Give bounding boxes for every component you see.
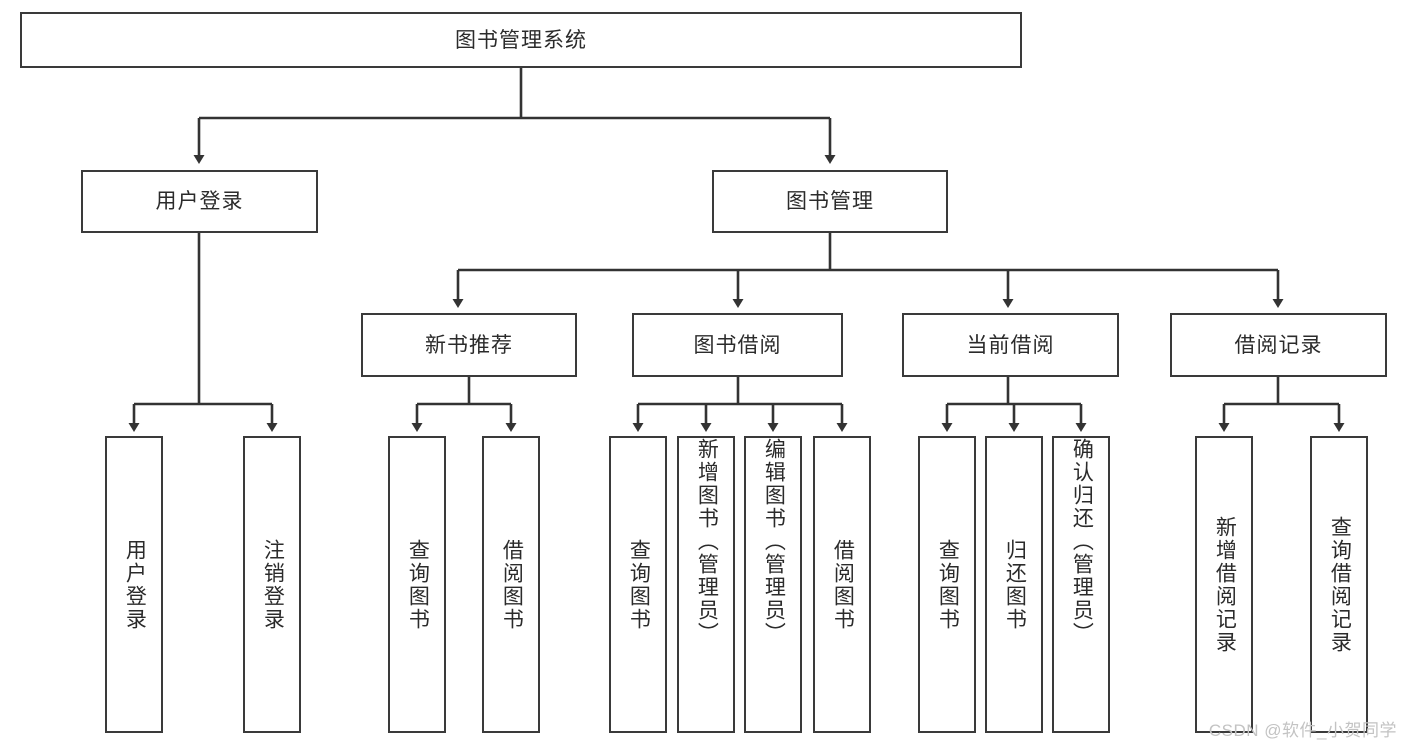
node-book-borrow[interactable]: 图书借阅 <box>632 313 843 377</box>
node-leaf-confirm-return-admin[interactable]: 确认归还（管理员） <box>1052 436 1110 733</box>
node-leaf-add-borrow-record[interactable]: 新增借阅记录 <box>1195 436 1253 733</box>
csdn-watermark: CSDN @软件_小贺同学 <box>1208 721 1397 740</box>
node-leaf-logout-login[interactable]: 注销登录 <box>243 436 301 733</box>
node-leaf-return-book-label: 归还图书 <box>1003 538 1027 631</box>
node-leaf-query-book-3-label: 查询图书 <box>936 538 960 631</box>
node-leaf-user-login[interactable]: 用户登录 <box>105 436 163 733</box>
node-leaf-confirm-return-admin-label: 确认归还（管理员） <box>1070 438 1094 645</box>
node-leaf-add-book-admin-label: 新增图书（管理员） <box>695 438 719 645</box>
node-leaf-query-book-1[interactable]: 查询图书 <box>388 436 446 733</box>
node-leaf-borrow-book-1-label: 借阅图书 <box>500 538 524 631</box>
node-leaf-borrow-book-2[interactable]: 借阅图书 <box>813 436 871 733</box>
node-new-book-recommend[interactable]: 新书推荐 <box>361 313 577 377</box>
node-leaf-user-login-label: 用户登录 <box>123 538 147 631</box>
node-leaf-add-book-admin[interactable]: 新增图书（管理员） <box>677 436 735 733</box>
node-book-management[interactable]: 图书管理 <box>712 170 948 233</box>
node-borrow-record-label: 借阅记录 <box>1234 333 1323 357</box>
node-leaf-query-book-1-label: 查询图书 <box>406 538 430 631</box>
node-leaf-query-borrow-record[interactable]: 查询借阅记录 <box>1310 436 1368 733</box>
node-current-borrow[interactable]: 当前借阅 <box>902 313 1119 377</box>
node-user-login-label: 用户登录 <box>155 190 244 213</box>
node-root[interactable]: 图书管理系统 <box>20 12 1022 68</box>
node-leaf-query-borrow-record-label: 查询借阅记录 <box>1328 515 1352 654</box>
node-leaf-borrow-book-2-label: 借阅图书 <box>831 538 855 631</box>
node-leaf-borrow-book-1[interactable]: 借阅图书 <box>482 436 540 733</box>
node-leaf-edit-book-admin[interactable]: 编辑图书（管理员） <box>744 436 802 733</box>
node-leaf-query-book-2-label: 查询图书 <box>627 538 651 631</box>
node-leaf-logout-login-label: 注销登录 <box>261 538 285 631</box>
node-user-login[interactable]: 用户登录 <box>81 170 318 233</box>
node-leaf-query-book-3[interactable]: 查询图书 <box>918 436 976 733</box>
node-leaf-query-book-2[interactable]: 查询图书 <box>609 436 667 733</box>
node-borrow-record[interactable]: 借阅记录 <box>1170 313 1387 377</box>
node-leaf-add-borrow-record-label: 新增借阅记录 <box>1213 515 1237 654</box>
node-root-label: 图书管理系统 <box>455 28 587 52</box>
node-book-management-label: 图书管理 <box>786 190 874 213</box>
node-new-book-recommend-label: 新书推荐 <box>425 333 513 357</box>
node-leaf-edit-book-admin-label: 编辑图书（管理员） <box>762 438 786 645</box>
node-leaf-return-book[interactable]: 归还图书 <box>985 436 1043 733</box>
node-current-borrow-label: 当前借阅 <box>966 333 1055 357</box>
node-book-borrow-label: 图书借阅 <box>693 333 782 357</box>
